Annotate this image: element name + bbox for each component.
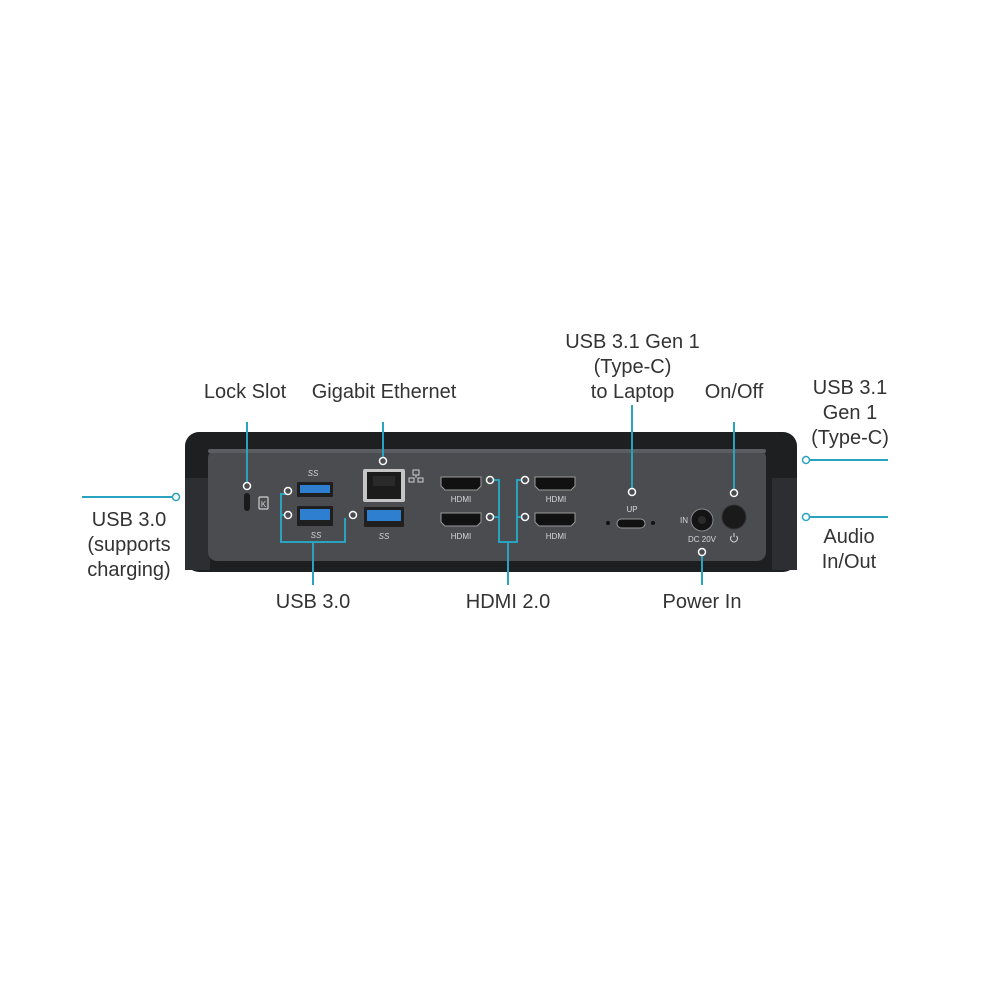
up-marking: UP	[626, 505, 637, 514]
chassis-right-side	[772, 478, 797, 570]
chassis-left-side	[185, 478, 210, 570]
gigabit-ethernet-label: Gigabit Ethernet	[311, 381, 457, 403]
usb-c-upstream-port	[616, 518, 646, 529]
lock-k-mark: K	[261, 500, 267, 509]
hdmi-label-4: HDMI	[546, 532, 566, 541]
hdmi-port-2	[440, 512, 482, 527]
hdmi-label-1: HDMI	[451, 495, 471, 504]
dc-rating-marking: DC 20V	[688, 535, 717, 544]
hdmi-label-2: HDMI	[451, 532, 471, 541]
usb31-laptop-label: USB 3.1 Gen 1 (Type-C) to Laptop	[565, 331, 700, 403]
lock-slot-dot	[242, 481, 252, 491]
panel-highlight	[208, 449, 766, 453]
rear-panel	[208, 449, 766, 561]
hdmi20-label: HDMI 2.0	[465, 591, 551, 613]
hdmi-port-3	[534, 476, 576, 491]
power-in-label: Power In	[662, 591, 742, 613]
in-marking: IN	[680, 516, 688, 525]
power-button	[721, 504, 747, 530]
kensington-lock-icon: K	[258, 496, 269, 510]
ss-usb-logo-bottom: SS	[311, 531, 322, 540]
hdmi-port-1	[440, 476, 482, 491]
audio-label: Audio In/Out	[821, 526, 877, 573]
lock-slot-label: Lock Slot	[203, 381, 287, 403]
ss-usb-logo-right: SS	[379, 532, 390, 541]
usb30-charging-label: USB 3.0 (supports charging)	[87, 509, 171, 581]
ethernet-icon	[408, 469, 424, 483]
usb31-typec-label: USB 3.1 Gen 1 (Type-C)	[811, 377, 889, 449]
hdmi-label-3: HDMI	[546, 495, 566, 504]
lock-slot	[244, 493, 250, 511]
ss-usb-logo-top: SS	[308, 469, 319, 478]
usb30-label: USB 3.0	[275, 591, 351, 613]
hdmi-port-4	[534, 512, 576, 527]
usb-a-port-bottom-tongue	[300, 509, 330, 520]
on-off-label: On/Off	[704, 381, 764, 403]
usb-a-port-top-tongue	[300, 485, 330, 493]
power-icon	[730, 533, 738, 543]
ethernet-dot	[378, 456, 388, 466]
